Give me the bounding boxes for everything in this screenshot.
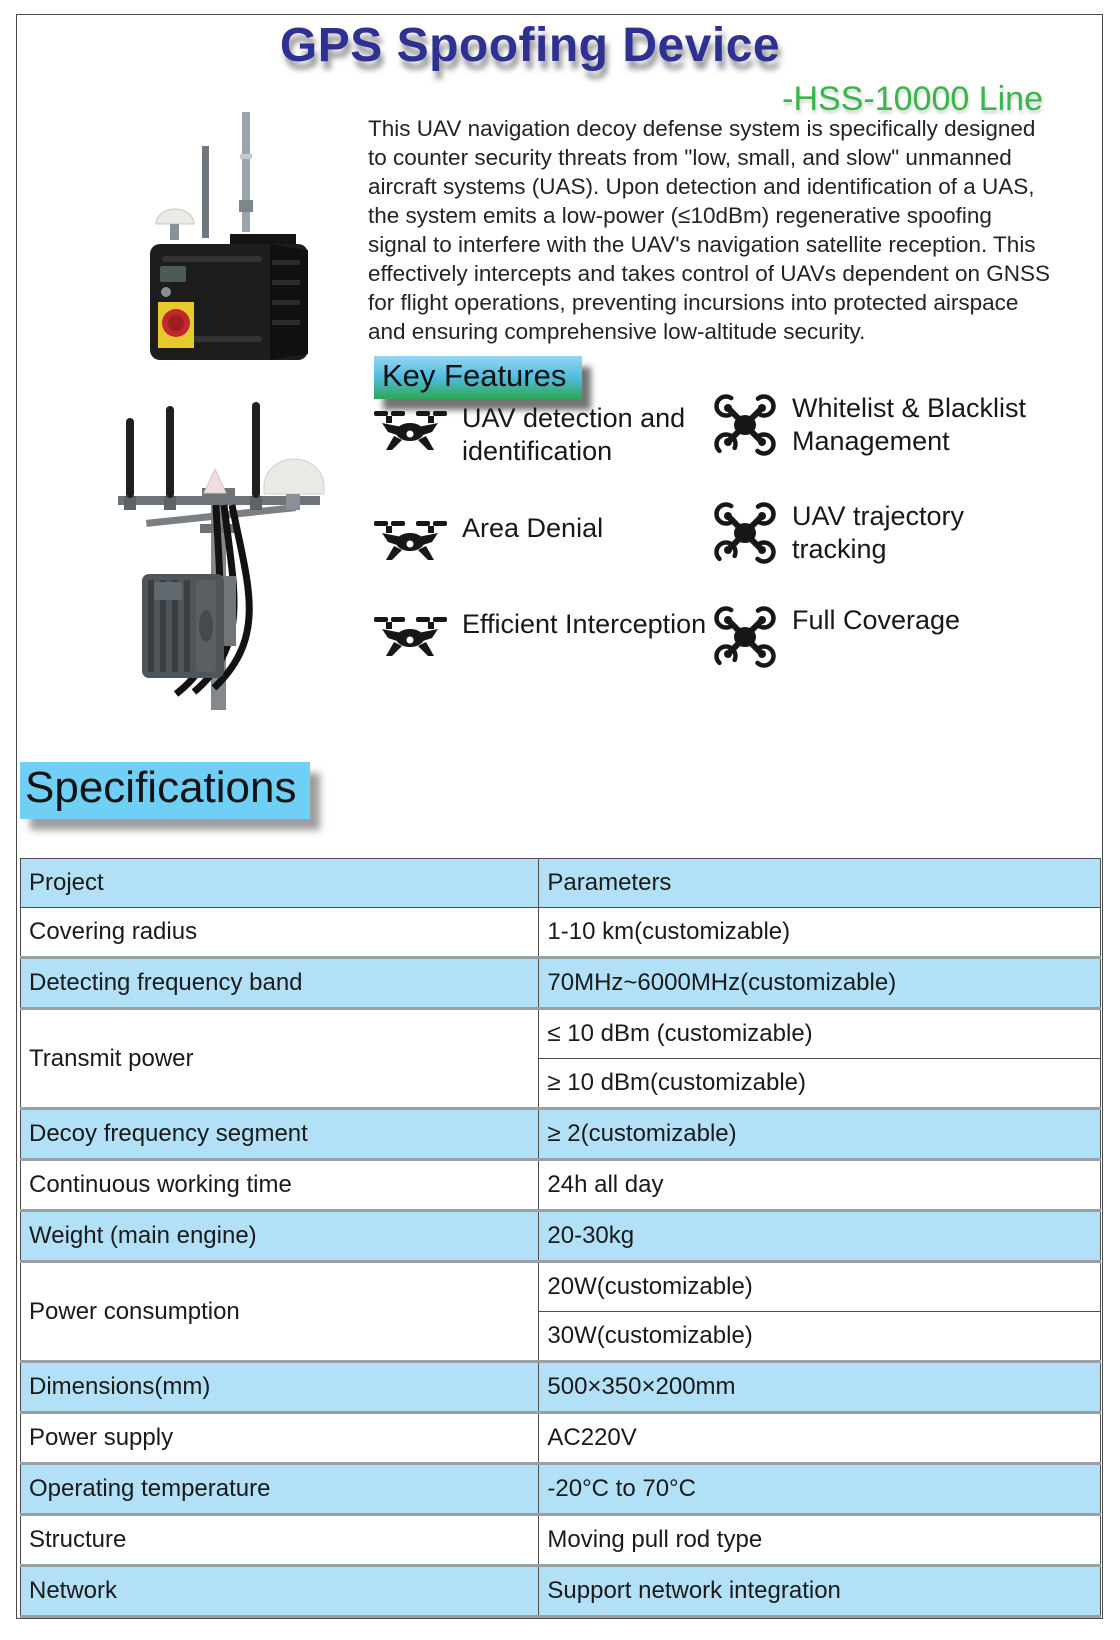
specifications-table: Project Parameters Covering radius 1-10 … (19, 858, 1101, 1618)
pole-mount-illustration (118, 402, 325, 710)
parameter-cell: ≥ 2(customizable) (538, 1108, 1101, 1160)
project-cell: Decoy frequency segment (19, 1108, 540, 1160)
drone-side-icon (372, 512, 448, 569)
table-row: Detecting frequency band 70MHz~6000MHz(c… (19, 957, 1101, 1009)
parameter-cell: ≥ 10 dBm(customizable) (538, 1058, 1101, 1109)
feature-efficient-interception: Efficient Interception (372, 608, 706, 665)
feature-uav-detection: UAV detection and identification (372, 402, 707, 468)
table-row: Covering radius 1-10 km(customizable) (19, 907, 1101, 958)
portable-case-device-photo (92, 110, 344, 367)
project-cell: Structure (19, 1514, 540, 1566)
table-row: Network Support network integration (19, 1565, 1101, 1617)
table-row: Decoy frequency segment ≥ 2(customizable… (19, 1108, 1101, 1160)
parameter-cell: 24h all day (538, 1159, 1101, 1211)
parameter-cell: ≤ 10 dBm (customizable) (538, 1008, 1101, 1059)
parameter-cell: 70MHz~6000MHz(customizable) (538, 957, 1101, 1009)
column-header-parameters: Parameters (538, 858, 1101, 908)
table-row: Continuous working time 24h all day (19, 1159, 1101, 1211)
table-row: Power supply AC220V (19, 1412, 1101, 1464)
specifications-heading: Specifications (20, 762, 311, 819)
table-row: 30W(customizable) (21, 1311, 1101, 1362)
project-cell: Dimensions(mm) (19, 1361, 540, 1413)
drone-side-icon (372, 402, 448, 459)
project-cell: Continuous working time (19, 1159, 540, 1211)
parameter-cell: AC220V (538, 1412, 1101, 1464)
table-row: Structure Moving pull rod type (19, 1514, 1101, 1566)
project-cell: Power consumption (19, 1261, 540, 1362)
project-cell: Operating temperature (19, 1463, 540, 1515)
table-header-row: Project Parameters (19, 858, 1101, 908)
parameter-cell: 1-10 km(customizable) (538, 907, 1101, 958)
feature-trajectory-tracking: UAV trajectory tracking (712, 500, 1048, 571)
table-row: Operating temperature -20°C to 70°C (19, 1463, 1101, 1515)
portable-case-illustration (150, 112, 308, 360)
project-cell: Weight (main engine) (19, 1210, 540, 1262)
table-row: Power consumption 20W(customizable) (19, 1261, 1101, 1362)
feature-label: Efficient Interception (462, 609, 707, 639)
feature-label: Whitelist & Blacklist Management (792, 393, 1027, 456)
drone-top-icon (712, 392, 778, 463)
project-cell: Network (19, 1565, 540, 1617)
drone-top-icon (712, 500, 778, 571)
drone-top-icon (712, 604, 778, 675)
table-row: Weight (main engine) 20-30kg (19, 1210, 1101, 1262)
page-title: GPS Spoofing Device (279, 19, 781, 72)
project-cell: Covering radius (19, 907, 540, 958)
parameter-cell: 20-30kg (538, 1210, 1101, 1262)
project-cell: Transmit power (19, 1008, 540, 1109)
parameter-cell: 30W(customizable) (538, 1311, 1101, 1362)
column-header-project: Project (19, 858, 540, 908)
feature-full-coverage: Full Coverage (712, 604, 960, 675)
project-cell: Detecting frequency band (19, 957, 540, 1009)
parameter-cell: Moving pull rod type (538, 1514, 1101, 1566)
table-row: Dimensions(mm) 500×350×200mm (19, 1361, 1101, 1413)
feature-label: UAV trajectory tracking (792, 501, 965, 564)
key-features-heading: Key Features (374, 356, 583, 399)
parameter-cell: 500×350×200mm (538, 1361, 1101, 1413)
table-row: Transmit power ≤ 10 dBm (customizable) (19, 1008, 1101, 1109)
model-line-subtitle: -HSS-10000 Line (782, 80, 1043, 118)
parameter-cell: 20W(customizable) (538, 1261, 1101, 1312)
feature-label: UAV detection and identification (462, 403, 686, 466)
product-description: This UAV navigation decoy defense system… (368, 116, 1051, 344)
pole-mounted-device-photo (82, 396, 354, 715)
parameter-cell: -20°C to 70°C (538, 1463, 1101, 1515)
feature-area-denial: Area Denial (372, 512, 603, 569)
project-cell: Power supply (19, 1412, 540, 1464)
feature-label: Area Denial (462, 513, 604, 543)
drone-side-icon (372, 608, 448, 665)
parameter-cell: Support network integration (538, 1565, 1101, 1617)
feature-label: Full Coverage (792, 605, 961, 635)
feature-whitelist-blacklist: Whitelist & Blacklist Management (712, 392, 1048, 463)
page-border (16, 14, 1103, 1619)
